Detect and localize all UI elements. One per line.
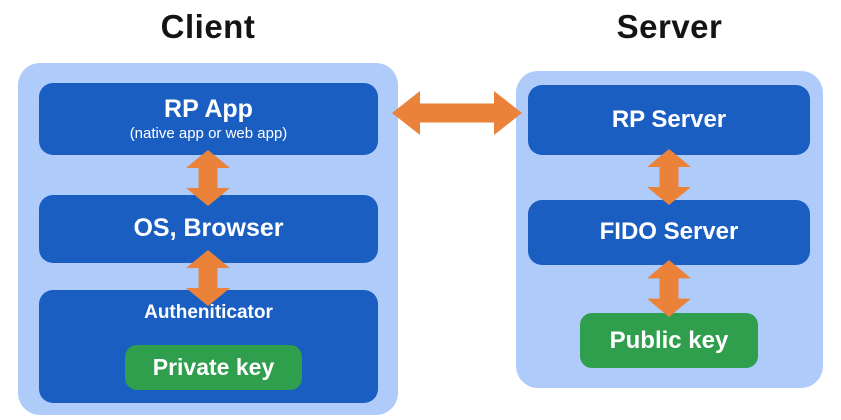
- fido-server-label: FIDO Server: [599, 218, 739, 246]
- client-section-title: Client: [160, 8, 256, 45]
- bidirectional-arrow-icon: [392, 91, 522, 135]
- authenticator-label: Autheniticator: [144, 302, 273, 323]
- bidirectional-arrow-icon: [647, 149, 691, 205]
- rp-server-box: RP Server: [528, 85, 810, 155]
- bidirectional-arrow-icon: [186, 150, 230, 206]
- private-key-label: Private key: [152, 354, 275, 380]
- server-section-title: Server: [616, 8, 723, 45]
- bidirectional-arrow-icon: [186, 250, 230, 306]
- rp-app-box: RP App (native app or web app): [39, 83, 378, 155]
- rp-app-label: RP App: [164, 94, 253, 123]
- bidirectional-arrow-icon: [647, 260, 691, 317]
- rp-app-sublabel: (native app or web app): [129, 125, 288, 143]
- rp-server-label: RP Server: [611, 105, 727, 133]
- public-key-label: Public key: [609, 326, 729, 354]
- private-key-badge: Private key: [125, 345, 302, 390]
- public-key-badge: Public key: [580, 313, 758, 368]
- os-browser-label: OS, Browser: [133, 214, 284, 243]
- fido-server-box: FIDO Server: [528, 200, 810, 265]
